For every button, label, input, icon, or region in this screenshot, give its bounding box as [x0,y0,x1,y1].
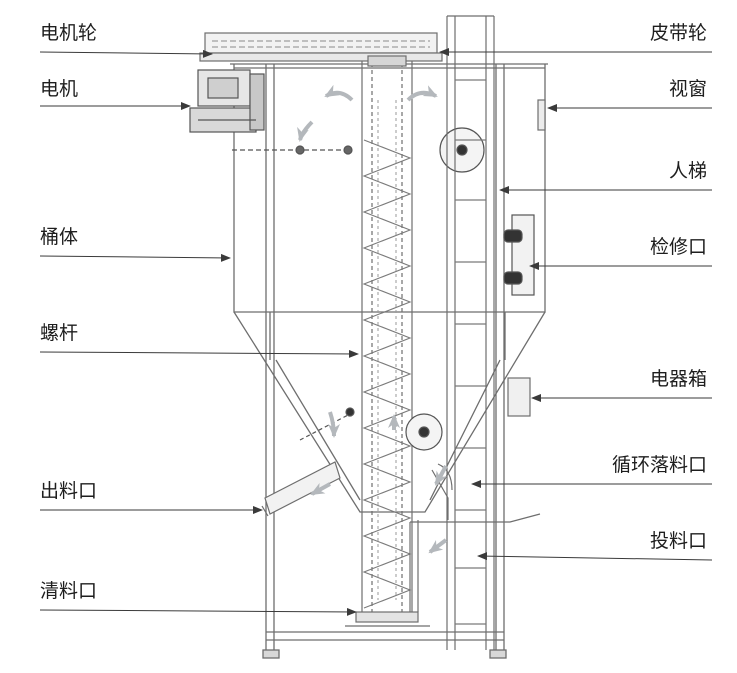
label-motor-pulley: 电机轮 [40,22,98,44]
electric-box [507,377,531,417]
upper-pulley [439,127,485,173]
label-ladder: 人梯 [668,160,707,182]
flow-arrows [297,84,448,554]
label-cleanout: 清料口 [40,580,98,602]
leader-inlet [477,552,713,561]
label-outlet: 出料口 [40,480,98,502]
chain [232,145,353,155]
label-sight-window: 视窗 [668,78,707,100]
label-screw: 螺杆 [40,322,79,344]
top-cover [199,32,443,67]
outlet-chute [261,461,341,517]
lower-pulley [299,407,443,451]
motor [189,69,265,133]
support-frame [262,64,507,659]
leader-screw [39,349,359,358]
screw-dashes [377,100,397,600]
label-recirculation-drop: 循环落料口 [611,454,707,476]
label-inlet: 投料口 [649,530,707,552]
label-motor: 电机 [40,78,79,100]
leader-barrel [39,253,231,262]
leader-motor-pulley [39,49,213,58]
cone-outline [233,311,546,513]
label-barrel: 桶体 [40,226,79,248]
label-electric-box: 电器箱 [649,368,707,390]
label-inspection-port: 检修口 [649,236,707,258]
inlet-hopper [409,463,541,612]
label-belt-pulley: 皮带轮 [649,22,707,44]
screw-tube [345,50,430,627]
mixer-body [230,63,548,513]
sight-window [537,99,546,131]
screw-flight [362,139,412,609]
barrel-outline [233,64,546,313]
inspection-port [503,214,535,296]
ladder [446,15,495,650]
leader-lines [39,48,713,616]
leader-cleanout [39,607,357,616]
